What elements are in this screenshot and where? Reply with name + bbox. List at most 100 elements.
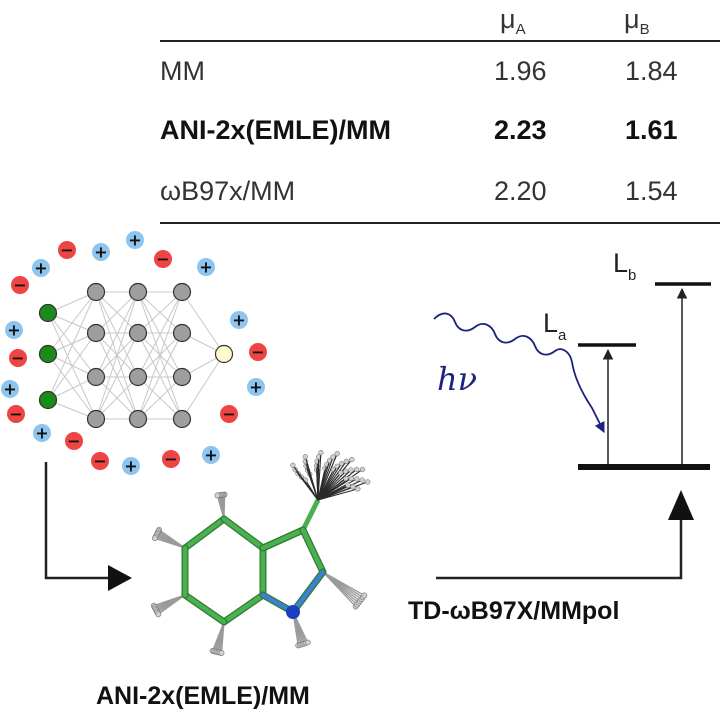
hidden-node (172, 282, 192, 302)
nitrogen-atom (286, 605, 300, 619)
row-ani-method: ANI-2x(EMLE)/MM (160, 115, 391, 145)
charge-circle (202, 446, 220, 464)
hidden-node (128, 409, 148, 429)
negative-charge: − (65, 432, 83, 451)
header-mu-b-subscript: B (639, 21, 650, 38)
network-edge (47, 332, 97, 401)
bond-core (300, 527, 326, 575)
methyl-h-atom (349, 456, 355, 463)
row-mm-mu-a: 1.96 (494, 56, 547, 86)
methyl-h-line (317, 488, 358, 501)
positive-charge: + (197, 258, 215, 277)
network-connections (47, 291, 225, 420)
row-ani-mu-b: 1.61 (625, 115, 678, 145)
methyl-h-atom (302, 454, 308, 460)
negative-charge: − (7, 405, 25, 424)
methyl-bond (300, 498, 321, 532)
hidden-node (128, 323, 148, 343)
hidden-node (86, 282, 106, 302)
positive-charge: + (230, 311, 248, 330)
table-bottom-rule (160, 222, 720, 224)
input-node (38, 303, 58, 323)
negative-charge: − (9, 349, 27, 368)
ml-method-caption: ANI-2x(EMLE)/MM (96, 682, 310, 710)
header-mu-a-subscript: A (515, 21, 526, 38)
charge-circle (9, 349, 27, 367)
charge-circle (1, 380, 19, 398)
methyl-h-atom (365, 479, 371, 485)
hydrogen-atom (304, 639, 311, 646)
charge-symbol: − (9, 405, 22, 424)
hidden-node (172, 367, 192, 387)
neural-network (38, 282, 234, 429)
positive-charge: + (247, 378, 265, 397)
methyl-ensemble (290, 450, 371, 532)
chromophore-molecule (150, 450, 371, 656)
methyl-h-line (292, 464, 319, 501)
hydrogen-atom (361, 592, 368, 599)
charge-symbol: − (164, 450, 177, 469)
charge-circle (126, 231, 144, 249)
charge-circle (122, 457, 140, 475)
methyl-h-atom (343, 468, 349, 474)
charge-symbol: − (11, 349, 24, 368)
energy-level-diagram (433, 282, 711, 470)
lb-label-subscript: b (628, 267, 637, 284)
photon-label: hν (437, 360, 478, 398)
positive-charge: + (92, 243, 110, 262)
negative-charge: − (91, 452, 109, 471)
network-edge (137, 376, 183, 420)
charge-symbol: + (249, 378, 262, 397)
charge-circle (7, 405, 25, 423)
network-edge (95, 291, 139, 334)
network-edge (47, 291, 97, 401)
methyl-h-atom (343, 458, 350, 464)
positive-charge: + (122, 457, 140, 476)
methyl-h-line (317, 486, 354, 501)
hydrogen-bond-line (157, 594, 186, 615)
charge-circle (197, 258, 215, 276)
charge-symbol: − (156, 250, 169, 269)
network-edge (47, 291, 97, 355)
charge-symbol: + (35, 424, 48, 443)
positive-charge: + (32, 259, 50, 278)
methyl-h-atom (354, 476, 360, 482)
charge-circle (58, 241, 76, 259)
row-wb97x-mu-b: 1.54 (625, 176, 678, 206)
charge-circle (220, 405, 238, 423)
charge-symbol: + (3, 380, 16, 399)
charge-circle (162, 450, 180, 468)
positive-charge: + (126, 231, 144, 250)
methyl-h-atom (354, 466, 360, 473)
methyl-h-atom (290, 462, 296, 468)
hydrogen-bundles (150, 491, 368, 656)
header-mu-a: μA (500, 4, 526, 38)
header-mu-b: μB (624, 4, 650, 38)
bond-core (260, 527, 306, 551)
network-edge (95, 291, 139, 378)
methyl-h-line (304, 456, 319, 501)
flow-arrow-to-molecule (44, 462, 108, 580)
network-edge (137, 291, 183, 420)
hydrogen-bond-line (322, 571, 365, 597)
charge-symbol: + (199, 258, 212, 277)
row-mm-method: MM (160, 56, 205, 86)
hydrogen-bond-line (216, 495, 225, 520)
negative-charge: − (220, 405, 238, 424)
charge-circle (92, 243, 110, 261)
methyl-h-atom (359, 466, 366, 473)
methyl-h-line (317, 452, 322, 501)
methyl-h-atom (318, 450, 324, 456)
la-label-symbol: L (543, 308, 559, 338)
methyl-h-line (317, 453, 338, 501)
ring-bonds (181, 515, 327, 626)
header-mu-b-symbol: μ (624, 4, 640, 34)
network-edge (95, 376, 139, 420)
la-label: La (543, 308, 566, 344)
charge-circle (33, 424, 51, 442)
network-edge (137, 291, 183, 334)
negative-charge: − (58, 241, 76, 260)
charge-circle (247, 378, 265, 396)
charge-circle (230, 311, 248, 329)
